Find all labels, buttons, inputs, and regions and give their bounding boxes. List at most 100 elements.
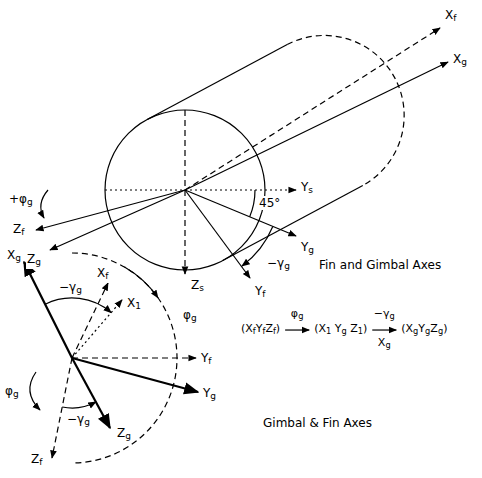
subscript: s xyxy=(308,185,313,195)
subscript: f xyxy=(39,457,42,467)
gamma-arc xyxy=(62,402,96,408)
subscript: g xyxy=(298,311,303,321)
subscript: g xyxy=(35,257,41,267)
subscript: g xyxy=(461,57,467,67)
cylinder-back xyxy=(287,35,404,185)
zs-axis xyxy=(184,110,185,274)
label-text: Y xyxy=(301,180,308,194)
subscript: f xyxy=(208,356,211,366)
label-text: +φ xyxy=(9,192,27,206)
subscript: g xyxy=(125,431,131,441)
label-text: Z xyxy=(430,322,438,335)
xg-axis xyxy=(185,62,448,190)
subscript: g xyxy=(27,197,33,207)
label-text: (X xyxy=(314,322,326,335)
axis-label: Zs xyxy=(190,278,205,295)
label-text: Y xyxy=(331,322,341,335)
axis-label: 45° xyxy=(258,196,281,210)
subscript: f xyxy=(105,271,108,281)
xf-axis xyxy=(72,283,108,358)
figure-caption: Gimbal & Fin Axes xyxy=(262,416,373,430)
axis-label: φg xyxy=(182,308,198,325)
label-text: φ xyxy=(183,308,191,322)
axis-label: Zf xyxy=(30,452,43,469)
label-text: φ xyxy=(5,384,13,398)
label-text: Z xyxy=(265,322,273,335)
axis-label: Xg xyxy=(452,52,468,69)
phi-arc xyxy=(125,267,159,298)
label-text: −γ xyxy=(267,256,284,270)
axis-label: −γg xyxy=(266,256,291,273)
subscript: g xyxy=(13,389,19,399)
axis-label: Xf xyxy=(444,8,457,25)
xg-axis xyxy=(24,262,72,358)
phi-arc xyxy=(30,372,40,410)
subscript: g xyxy=(438,326,443,336)
axis-label: X1 xyxy=(126,296,142,313)
label-text: X xyxy=(97,266,105,280)
label-text: Z xyxy=(27,252,35,266)
subscript: f xyxy=(262,289,265,299)
formula-arrow xyxy=(372,329,396,330)
subscript: g xyxy=(284,261,290,271)
axis-label: −γg xyxy=(58,280,83,297)
gamma-arc xyxy=(45,298,111,313)
label-text: X xyxy=(127,296,135,310)
subscript: f xyxy=(273,326,276,336)
yf-axis xyxy=(185,190,250,278)
subscript: 1 xyxy=(326,326,331,336)
label-text: Z xyxy=(191,278,199,292)
axis-label: +φg xyxy=(8,192,34,209)
axis-label: Yf xyxy=(200,351,213,368)
subscript: 1 xyxy=(358,326,363,336)
label-text: Y xyxy=(301,240,308,254)
subscript: g xyxy=(15,253,21,263)
rotation-formula: Xg xyxy=(377,336,392,352)
subscript: g xyxy=(84,417,90,427)
label-text: Y xyxy=(201,351,208,365)
subscript: g xyxy=(385,340,390,350)
label-text: −γ xyxy=(374,307,390,320)
label-text: Z xyxy=(31,452,39,466)
angle-arc xyxy=(250,190,255,217)
label-text: φ xyxy=(291,307,298,320)
label-text: X xyxy=(7,248,15,262)
label-text: X xyxy=(453,52,461,66)
subscript: g xyxy=(413,326,418,336)
formula-arrow xyxy=(285,329,309,330)
axis-label: φg xyxy=(4,384,20,401)
xf-axis xyxy=(185,28,440,190)
label-text: (X xyxy=(241,322,253,335)
axis-label: Ys xyxy=(300,180,314,197)
cylinder-edge xyxy=(147,45,287,120)
label-text: Fin and Gimbal Axes xyxy=(319,258,441,272)
rotation-formula: (XgYgZg) xyxy=(400,322,448,338)
subscript: g xyxy=(210,391,216,401)
axis-label: Yf xyxy=(254,284,267,301)
subscript: f xyxy=(21,227,24,237)
yf-axis xyxy=(72,357,196,358)
label-text: X xyxy=(378,336,386,349)
label-text: Z xyxy=(347,322,358,335)
label-text: ) xyxy=(363,322,367,335)
subscript: g xyxy=(76,285,82,295)
rotation-formula: φg xyxy=(290,307,305,323)
axis-label: Yg xyxy=(300,240,315,257)
subscript: f xyxy=(262,326,265,336)
subscript: s xyxy=(199,283,204,293)
label-text: Y xyxy=(418,322,425,335)
rotation-formula: (X1 Yg Z1) xyxy=(313,322,368,338)
label-text: Z xyxy=(13,222,21,236)
label-text: (X xyxy=(401,322,413,335)
label-text: −γ xyxy=(59,280,76,294)
subscript: g xyxy=(425,326,430,336)
axis-label: −γg xyxy=(66,412,91,429)
label-text: ) xyxy=(443,322,447,335)
gimbal-figure xyxy=(24,253,198,463)
rotation-formula: (XfYfZf) xyxy=(240,322,281,338)
label-text: Z xyxy=(117,426,125,440)
label-text: −γ xyxy=(67,412,84,426)
label-text: 45° xyxy=(259,196,280,210)
